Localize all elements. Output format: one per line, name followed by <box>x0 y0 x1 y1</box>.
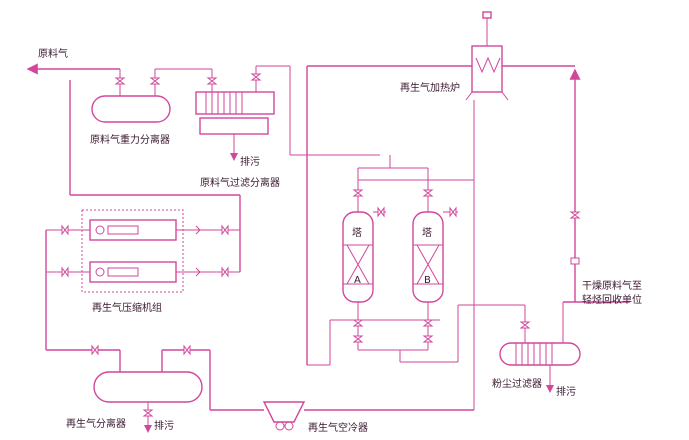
regen-separator-drain-label: 排污 <box>154 419 174 432</box>
regen-compressor-unit: 再生气压缩机组 <box>45 80 241 350</box>
feed-gas-inlet: 原料气 <box>26 47 120 75</box>
regen-separator-label: 再生气分离器 <box>66 417 126 430</box>
feed-filter-separator-label: 原料气过滤分离器 <box>200 176 280 189</box>
dust-filter-drain-label: 排污 <box>556 385 576 398</box>
dust-filter-label: 粉尘过滤器 <box>492 377 542 390</box>
tower-a-label: 塔 <box>352 226 362 239</box>
regen-heater-label: 再生气加热炉 <box>400 81 460 94</box>
tower-a-letter: A <box>354 275 361 286</box>
tower-a: 塔 A <box>342 168 374 350</box>
feed-gravity-separator-label: 原料气重力分离器 <box>90 133 170 146</box>
feed-gas-label: 原料气 <box>38 47 68 60</box>
tower-b-label: 塔 <box>422 226 432 239</box>
regen-separator: 排污 再生气分离器 <box>46 344 211 433</box>
tower-b-letter: B <box>424 275 431 286</box>
regen-compressor-label: 再生气压缩机组 <box>92 301 162 314</box>
feed-gravity-separator: 原料气重力分离器 <box>90 68 218 146</box>
dry-gas-label-line1: 干燥原料气至 <box>582 279 642 292</box>
tower-b: 塔 B <box>412 168 444 350</box>
dry-gas-outlet: 干燥原料气至 轻烃回收单位 <box>563 68 642 306</box>
regen-air-cooler-label: 再生气空冷器 <box>308 421 368 434</box>
regen-heater: 再生气加热炉 <box>307 11 575 101</box>
regen-air-cooler: 再生气空冷器 <box>210 401 474 434</box>
feed-filter-separator: 排污 原料气过滤分离器 <box>195 65 380 189</box>
tower-piping <box>306 66 525 410</box>
dry-gas-label-line2: 轻烃回收单位 <box>582 293 642 306</box>
filter-drain-label: 排污 <box>240 155 260 168</box>
dust-filter: 排污 粉尘过滤器 <box>492 302 581 398</box>
